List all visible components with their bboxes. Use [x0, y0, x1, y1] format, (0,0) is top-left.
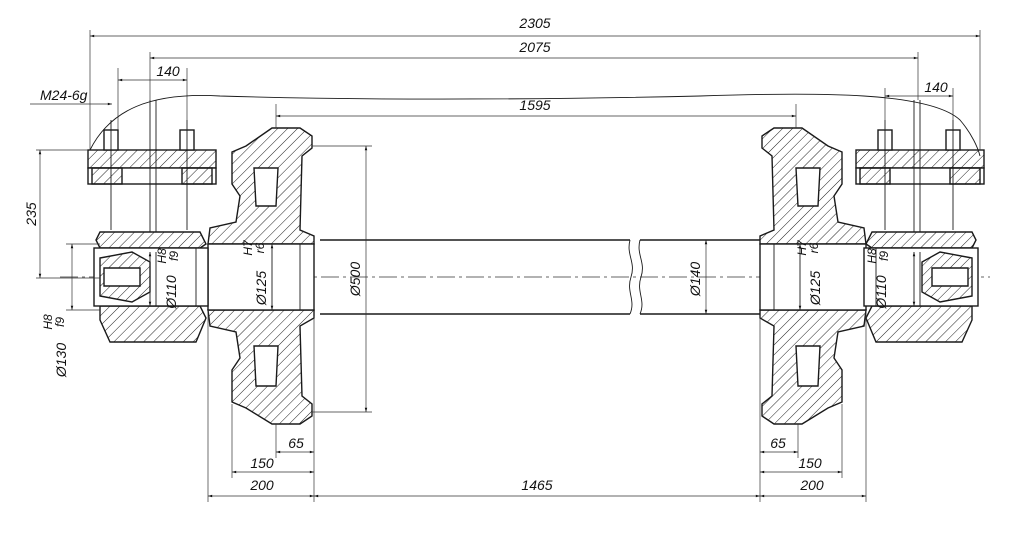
dim-wheel-span: 1595: [519, 97, 550, 113]
fit-bearing-den: f9: [53, 317, 67, 327]
fit-journal-den-right: f9: [877, 251, 891, 261]
dim-axle-diameter: Ø140: [687, 262, 703, 297]
dim-journal-diameter-left: Ø110: [163, 275, 179, 309]
dim-inner-length: 1465: [521, 477, 552, 493]
dim-hub-diameter-right: Ø125: [807, 271, 823, 306]
dim-hub-length-left: 200: [249, 477, 274, 493]
dim-bolt-spacing-right: 140: [924, 79, 948, 95]
left-bearing-housing: [87, 100, 217, 343]
dim-wheel-diameter: Ø500: [347, 262, 363, 297]
extension-lines: [36, 30, 981, 502]
dimension-lines: [30, 34, 981, 498]
dim-rim-width-left: 150: [250, 455, 274, 471]
dim-thread: M24-6g: [40, 87, 88, 103]
fit-journal-num-right: H8: [865, 248, 879, 264]
dim-flange-right: 65: [770, 435, 786, 451]
outline-curve: [89, 93, 981, 157]
fit-hub-den-left: r6: [253, 242, 267, 253]
axle-shaft: [320, 239, 760, 315]
dim-bearing-span: 2075: [518, 39, 550, 55]
dim-flange-left: 65: [288, 435, 304, 451]
dim-hub-diameter-left: Ø125: [253, 271, 269, 306]
fit-hub-num-right: H7: [795, 239, 809, 256]
right-wheel: [759, 127, 867, 425]
fit-hub-den-right: r6: [807, 242, 821, 253]
right-bearing-housing: [855, 100, 985, 343]
fit-journal-den-left: f9: [167, 251, 181, 261]
dim-rim-width-right: 150: [798, 455, 822, 471]
dim-bolt-spacing-left: 140: [156, 63, 180, 79]
dim-bearing-seat-diameter: Ø130: [53, 343, 69, 378]
left-wheel: [207, 127, 315, 425]
fit-journal-num-left: H8: [155, 248, 169, 264]
fit-bearing-num: H8: [41, 314, 55, 330]
dim-height: 235: [23, 202, 39, 227]
dim-journal-diameter-right: Ø110: [873, 275, 889, 309]
dim-total-length: 2305: [518, 15, 550, 31]
fit-hub-num-left: H7: [241, 239, 255, 256]
dim-hub-length-right: 200: [799, 477, 824, 493]
